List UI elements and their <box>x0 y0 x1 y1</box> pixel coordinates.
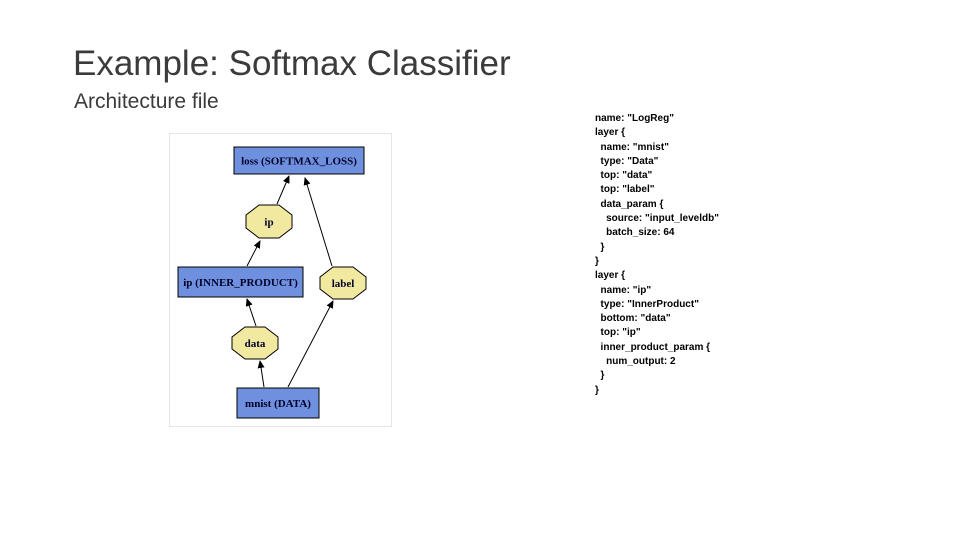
node-label-loss: loss (SOFTMAX_LOSS) <box>241 156 357 168</box>
node-label-data-blob: data <box>245 338 266 350</box>
node-ip-blob <box>245 204 293 239</box>
node-label-mnist: mnist (DATA) <box>245 398 311 410</box>
edge-label-blob-to-loss <box>303 177 333 267</box>
network-diagram-canvas: loss (SOFTMAX_LOSS)ip ip (INNER_PRODUCT) l… <box>177 146 367 419</box>
node-loss <box>233 146 365 175</box>
edge-data-blob-to-ip-layer <box>245 298 257 327</box>
edge-ip-layer-to-ip-blob <box>246 240 261 267</box>
edge-mnist-to-label-blob <box>287 300 334 388</box>
node-label-ip-blob: ip <box>264 217 273 229</box>
edge-mnist-to-data-blob <box>257 360 265 388</box>
node-data-blob <box>231 326 279 360</box>
edge-ip-blob-to-loss <box>276 175 290 205</box>
node-mnist <box>236 387 320 419</box>
slide-subtitle: Architecture file <box>74 90 219 113</box>
network-diagram: loss (SOFTMAX_LOSS)ip ip (INNER_PRODUCT) l… <box>169 133 392 427</box>
node-label-blob <box>319 266 367 300</box>
node-label-label-blob: label <box>332 278 355 290</box>
slide-title: Example: Softmax Classifier <box>73 44 511 83</box>
prototxt-code: name: "LogReg" layer { name: "mnist" typ… <box>595 113 719 396</box>
node-ip-layer <box>177 266 304 298</box>
node-label-ip-layer: ip (INNER_PRODUCT) <box>183 277 298 289</box>
